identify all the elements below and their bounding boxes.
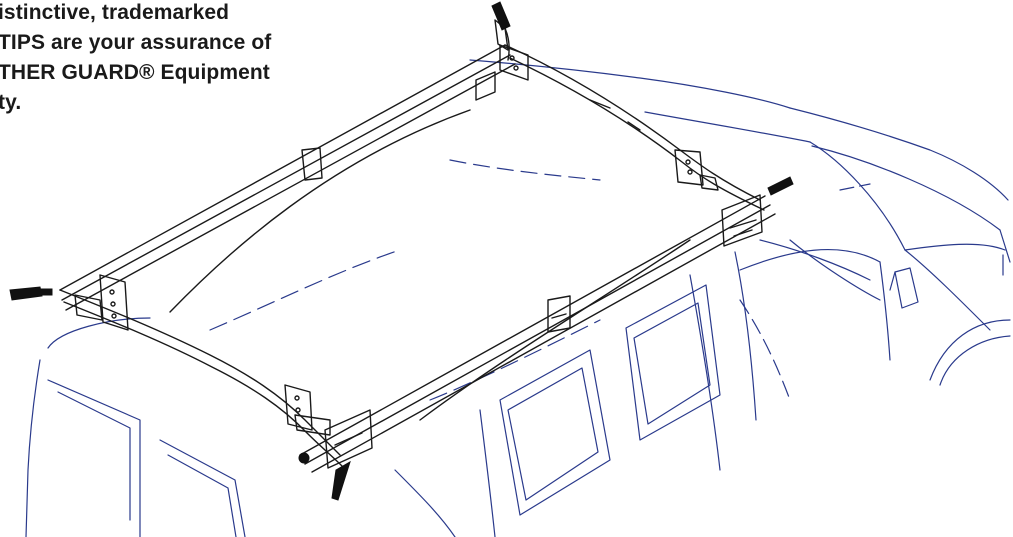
caption-text: istinctive, trademarked TIPS are your as…	[0, 0, 398, 118]
caption-line: ty.	[0, 91, 22, 114]
caption-line: THER GUARD® Equipment	[0, 61, 270, 84]
caption-line: istinctive, trademarked	[0, 1, 230, 24]
rubber-tip-icon	[9, 1, 794, 501]
ladder-rack-icon	[59, 19, 776, 473]
caption-line: TIPS are your assurance of	[0, 31, 272, 54]
van-outline-icon	[25, 59, 1011, 537]
